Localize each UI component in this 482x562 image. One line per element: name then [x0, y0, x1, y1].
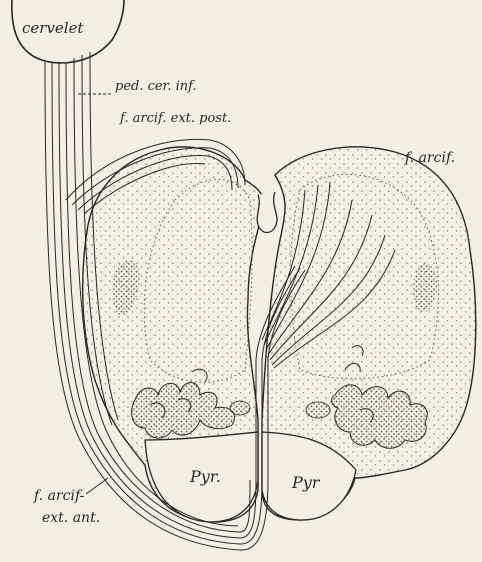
label-f-arcif: f. arcif.	[404, 150, 455, 166]
label-f-arcif-ext-ant-line1: f. arcif-	[33, 488, 85, 504]
leader-f-arcif-ext-ant	[86, 478, 108, 494]
label-f-arcif-ext-ant-line2: ext. ant.	[42, 510, 100, 526]
label-pyr-left: Pyr.	[189, 467, 221, 486]
label-pyr-right: Pyr	[291, 473, 321, 492]
left-accessory-olive	[230, 401, 250, 415]
dorsal-notch	[257, 192, 277, 233]
right-accessory-olive	[306, 402, 330, 418]
label-ped-cer-inf: ped. cer. inf.	[115, 79, 197, 94]
label-f-arcif-ext-post: f. arcif. ext. post.	[119, 111, 231, 126]
label-cervelet: cervelet	[22, 19, 84, 37]
